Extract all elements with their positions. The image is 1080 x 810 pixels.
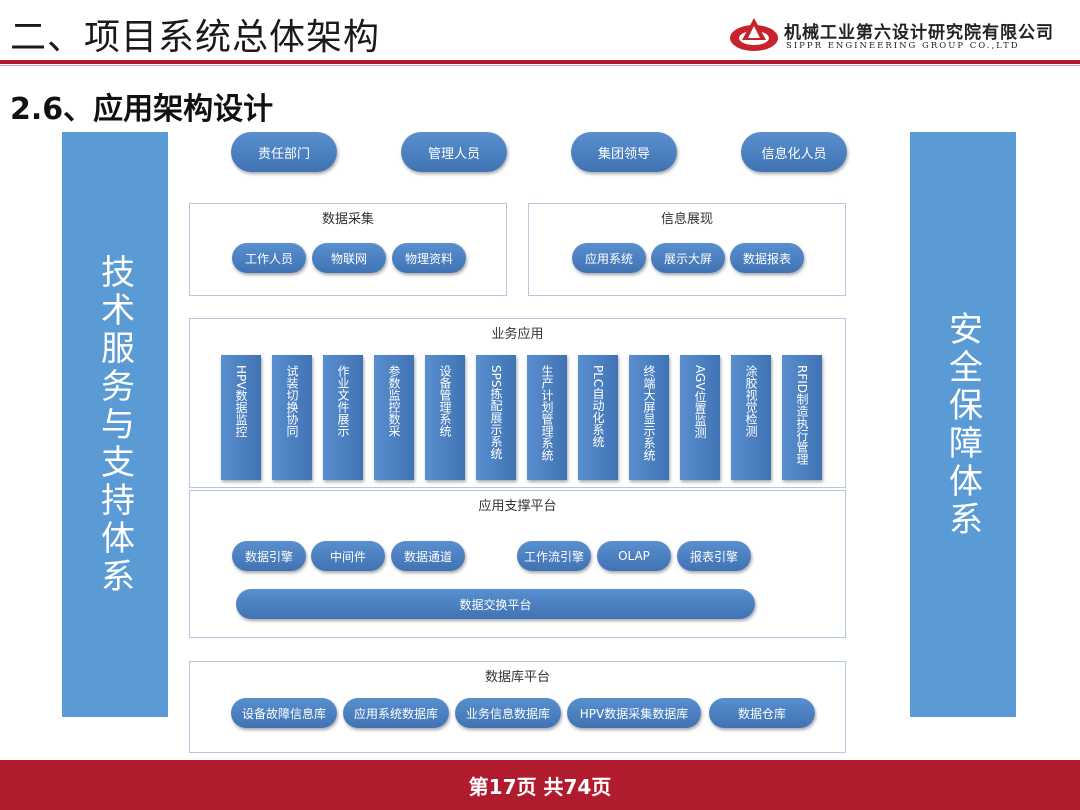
support-platform-title: 应用支撑平台 [478,499,557,514]
business-app-label: SPS拣配展示系统 [489,365,503,460]
data-collection-title: 数据采集 [321,212,374,227]
support-platform-item: 数据引擎 [232,541,306,571]
user-role-pill: 信息化人员 [741,132,847,172]
support-platform-item: 报表引擎 [677,541,751,571]
business-app-bar: 生产计划管理系统 [527,355,567,480]
left-pillar: 技术服务与支持体系 [62,132,168,717]
database-item: 应用系统数据库 [343,698,449,728]
business-app-bar: 参数监控数采 [374,355,414,480]
business-app-bar: 作业文件展示 [323,355,363,480]
data-collection-item: 物理资料 [392,243,466,273]
support-platform-item: 数据通道 [391,541,465,571]
business-app-label: 作业文件展示 [336,365,350,437]
database-item: HPV数据采集数据库 [567,698,701,728]
data-collection-item: 工作人员 [232,243,306,273]
info-display-item: 数据报表 [730,243,804,273]
business-app-label: HPV数据监控 [234,365,248,438]
business-app-label: RFID制造执行管理 [795,365,809,466]
page-footer: 第17页 共74页 [0,760,1080,810]
business-apps-title: 业务应用 [491,327,544,342]
database-item: 设备故障信息库 [231,698,337,728]
header-divider [0,60,1080,64]
business-app-bar: SPS拣配展示系统 [476,355,516,480]
business-app-label: AGV位置监测 [693,365,707,439]
business-app-bar: 终端大屏显示系统 [629,355,669,480]
user-role-pill: 管理人员 [401,132,507,172]
company-logo-icon [730,18,778,51]
database-platform-title: 数据库平台 [484,670,550,685]
business-app-label: 试装切换协同 [285,365,299,437]
data-collection-item: 物联网 [312,243,386,273]
info-display-item: 应用系统 [572,243,646,273]
page-counter: 第17页 共74页 [468,774,612,799]
support-platform-item: 工作流引擎 [517,541,591,571]
business-app-label: 涂胶视觉检测 [744,365,758,437]
info-display-title: 信息展现 [660,212,713,227]
user-role-pill: 责任部门 [231,132,337,172]
left-pillar-label: 技术服务与支持体系 [94,253,135,596]
business-app-label: 终端大屏显示系统 [642,365,656,461]
business-app-label: 参数监控数采 [387,365,401,437]
business-app-bar: HPV数据监控 [221,355,261,480]
business-app-bar: PLC自动化系统 [578,355,618,480]
business-app-bar: 涂胶视觉检测 [731,355,771,480]
database-item: 业务信息数据库 [455,698,561,728]
business-app-label: 生产计划管理系统 [540,365,554,461]
right-pillar-label: 安全保障体系 [942,310,983,539]
company-logo: 机械工业第六设计研究院有限公司 SIPPR ENGINEERING GROUP … [728,14,1073,58]
slide-header-title: 二、项目系统总体架构 [10,17,381,58]
header-divider-thin [0,65,1080,66]
business-app-bar: AGV位置监测 [680,355,720,480]
business-app-bar: RFID制造执行管理 [782,355,822,480]
info-display-item: 展示大屏 [651,243,725,273]
section-title: 2.6、应用架构设计 [10,92,274,127]
business-app-bar: 设备管理系统 [425,355,465,480]
database-item: 数据仓库 [709,698,815,728]
right-pillar: 安全保障体系 [910,132,1016,717]
support-platform-item: OLAP [597,541,671,571]
business-app-label: PLC自动化系统 [591,365,605,448]
business-app-bar: 试装切换协同 [272,355,312,480]
user-role-pill: 集团领导 [571,132,677,172]
company-name-en: SIPPR ENGINEERING GROUP CO.,LTD [786,41,1020,51]
support-platform-item: 中间件 [311,541,385,571]
data-exchange-platform: 数据交换平台 [236,589,755,619]
business-app-label: 设备管理系统 [438,365,452,437]
company-name-cn: 机械工业第六设计研究院有限公司 [784,23,1054,43]
